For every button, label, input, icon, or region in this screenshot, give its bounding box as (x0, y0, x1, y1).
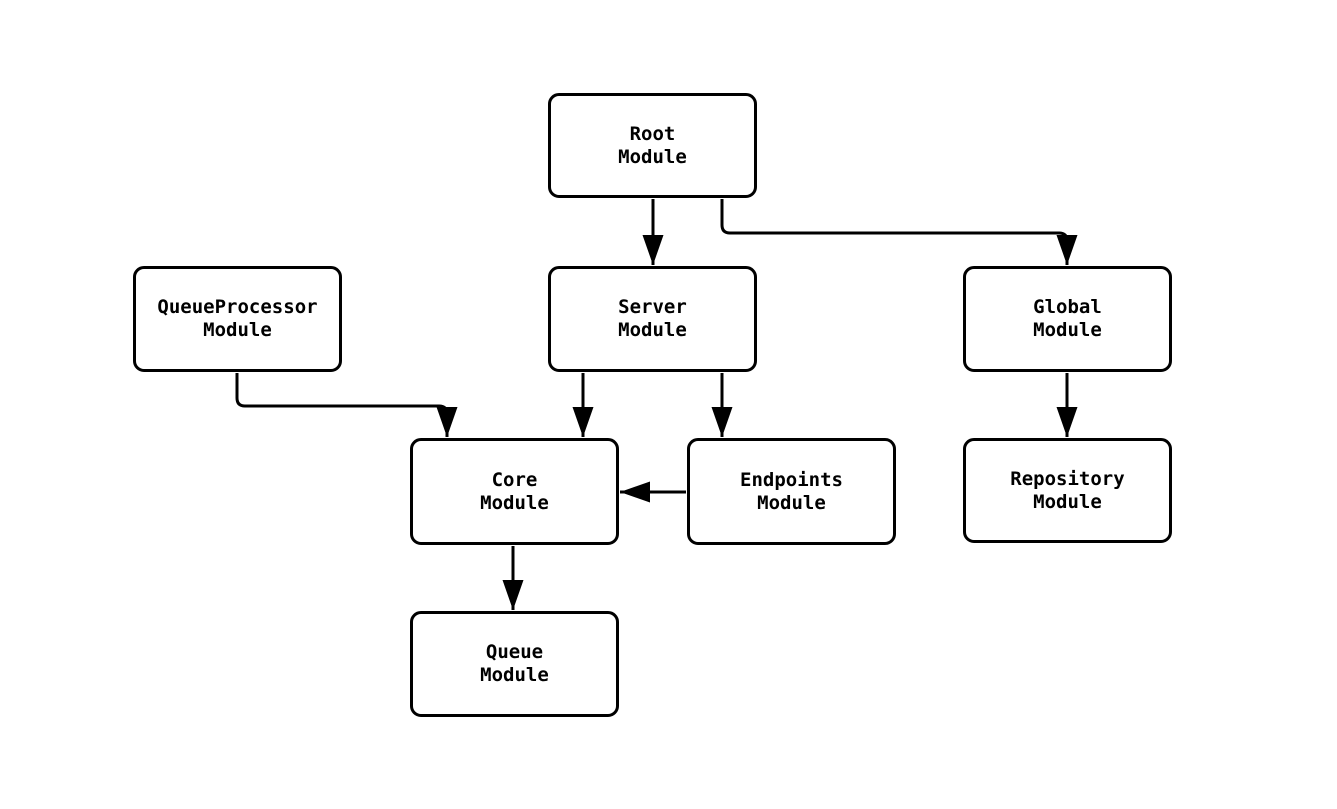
node-core-module: Core Module (410, 438, 619, 545)
node-queueprocessor-module: QueueProcessor Module (133, 266, 342, 372)
node-server-module: Server Module (548, 266, 757, 372)
node-global-module-label: Global Module (1033, 296, 1102, 341)
node-queue-module: Queue Module (410, 611, 619, 717)
node-root-module: Root Module (548, 93, 757, 198)
node-repository-module: Repository Module (963, 438, 1172, 543)
edge-root-to-global (720, 199, 1078, 265)
node-endpoints-module-label: Endpoints Module (740, 468, 843, 514)
node-core-module-label: Core Module (480, 468, 549, 514)
node-queue-module-label: Queue Module (480, 641, 549, 686)
node-endpoints-module: Endpoints Module (687, 438, 896, 545)
node-queueprocessor-module-label: QueueProcessor Module (157, 296, 318, 341)
node-root-module-label: Root Module (618, 122, 687, 168)
node-global-module: Global Module (963, 266, 1172, 372)
node-server-module-label: Server Module (618, 296, 687, 341)
edge-queueprocessor-to-core (235, 373, 458, 437)
node-repository-module-label: Repository Module (1010, 467, 1125, 513)
